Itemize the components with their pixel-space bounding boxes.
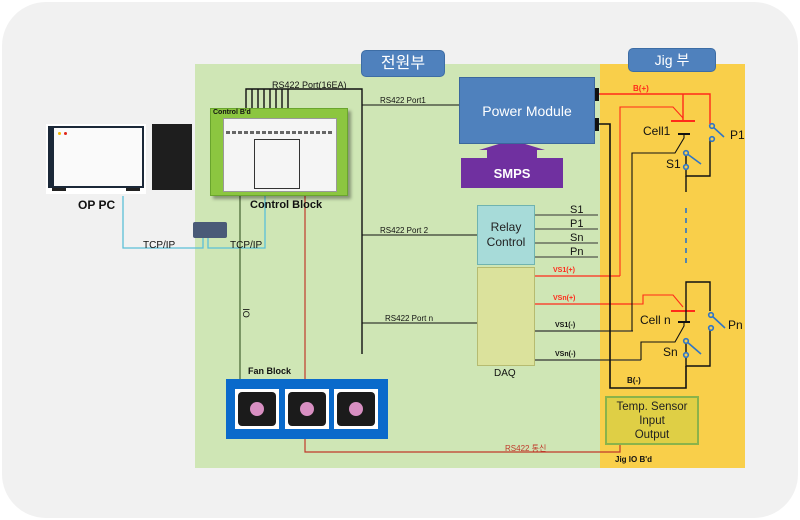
control-board: Control B'd xyxy=(210,108,348,196)
fan-block xyxy=(226,379,388,439)
b-minus-label: B(-) xyxy=(627,376,641,385)
control-board-label: Control B'd xyxy=(213,109,251,116)
temp-line1: Temp. Sensor xyxy=(616,400,688,413)
rs422-bus-label: RS422 Port(16EA) xyxy=(272,80,347,90)
tcp-ip-wires xyxy=(122,196,266,249)
portn-label: RS422 Port n xyxy=(385,314,434,323)
s1-label: S1 xyxy=(666,157,681,171)
port1-label: RS422 Port1 xyxy=(380,96,426,105)
jig-switches xyxy=(682,122,726,359)
tcp-label-left: TCP/IP xyxy=(143,240,176,251)
relay-line1: Relay xyxy=(490,220,522,234)
sn-label: Sn xyxy=(663,345,678,359)
relay-output-pn: Pn xyxy=(570,246,584,258)
daq-block xyxy=(477,267,535,366)
pcb-image xyxy=(223,118,337,192)
jig-section-tag: Jig 부 xyxy=(628,48,716,72)
daq-label: DAQ xyxy=(494,368,516,379)
op-pc-label: OP PC xyxy=(78,198,116,212)
b-plus-label: B(+) xyxy=(633,84,649,93)
fan-icon xyxy=(235,389,279,429)
pn-label: Pn xyxy=(728,318,743,332)
tcp-wire-control xyxy=(207,196,266,249)
relay-output-p1: P1 xyxy=(570,218,584,230)
rs422-comm-label: RS422 통신 xyxy=(505,444,547,453)
relay-line2: Control xyxy=(486,235,526,249)
tcp-wire-pc xyxy=(122,196,204,249)
port2-label: RS422 Port 2 xyxy=(380,226,429,235)
p1-label: P1 xyxy=(730,128,745,142)
power-module: Power Module xyxy=(459,77,595,144)
temp-line3: Output xyxy=(634,428,670,441)
celln-label: Cell n xyxy=(640,313,671,327)
daq-out-vs1-minus: VS1(-) xyxy=(555,322,576,329)
daq-out-vs1-plus: VS1(+) xyxy=(553,267,575,274)
relay-output-sn: Sn xyxy=(570,232,584,244)
cell1-label: Cell1 xyxy=(643,124,671,138)
power-section-tag: 전원부 xyxy=(361,50,445,77)
smps-block: SMPS xyxy=(461,158,563,188)
monitor-icon xyxy=(46,124,146,194)
relay-output-s1: S1 xyxy=(570,204,584,216)
rs422-comm-wire xyxy=(304,196,621,453)
fan-icon xyxy=(334,389,378,429)
pc-tower-icon xyxy=(152,124,192,190)
tcp-label-right: TCP/IP xyxy=(230,240,263,251)
fan-icon xyxy=(285,389,329,429)
control-block-label: Control Block xyxy=(250,199,323,211)
daq-out-vsn-minus: VSn(-) xyxy=(555,351,576,358)
jig-io-board-label: Jig IO B'd xyxy=(615,455,653,464)
fan-block-label: Fan Block xyxy=(248,366,292,376)
terminal-plus xyxy=(593,88,599,101)
temp-line2: Input xyxy=(639,414,665,427)
terminal-minus xyxy=(593,118,599,131)
network-switch-icon xyxy=(193,222,227,238)
io-label: IO xyxy=(240,308,251,318)
smps-arrow-icon xyxy=(479,140,545,158)
daq-out-vsn-plus: VSn(+) xyxy=(553,295,576,302)
